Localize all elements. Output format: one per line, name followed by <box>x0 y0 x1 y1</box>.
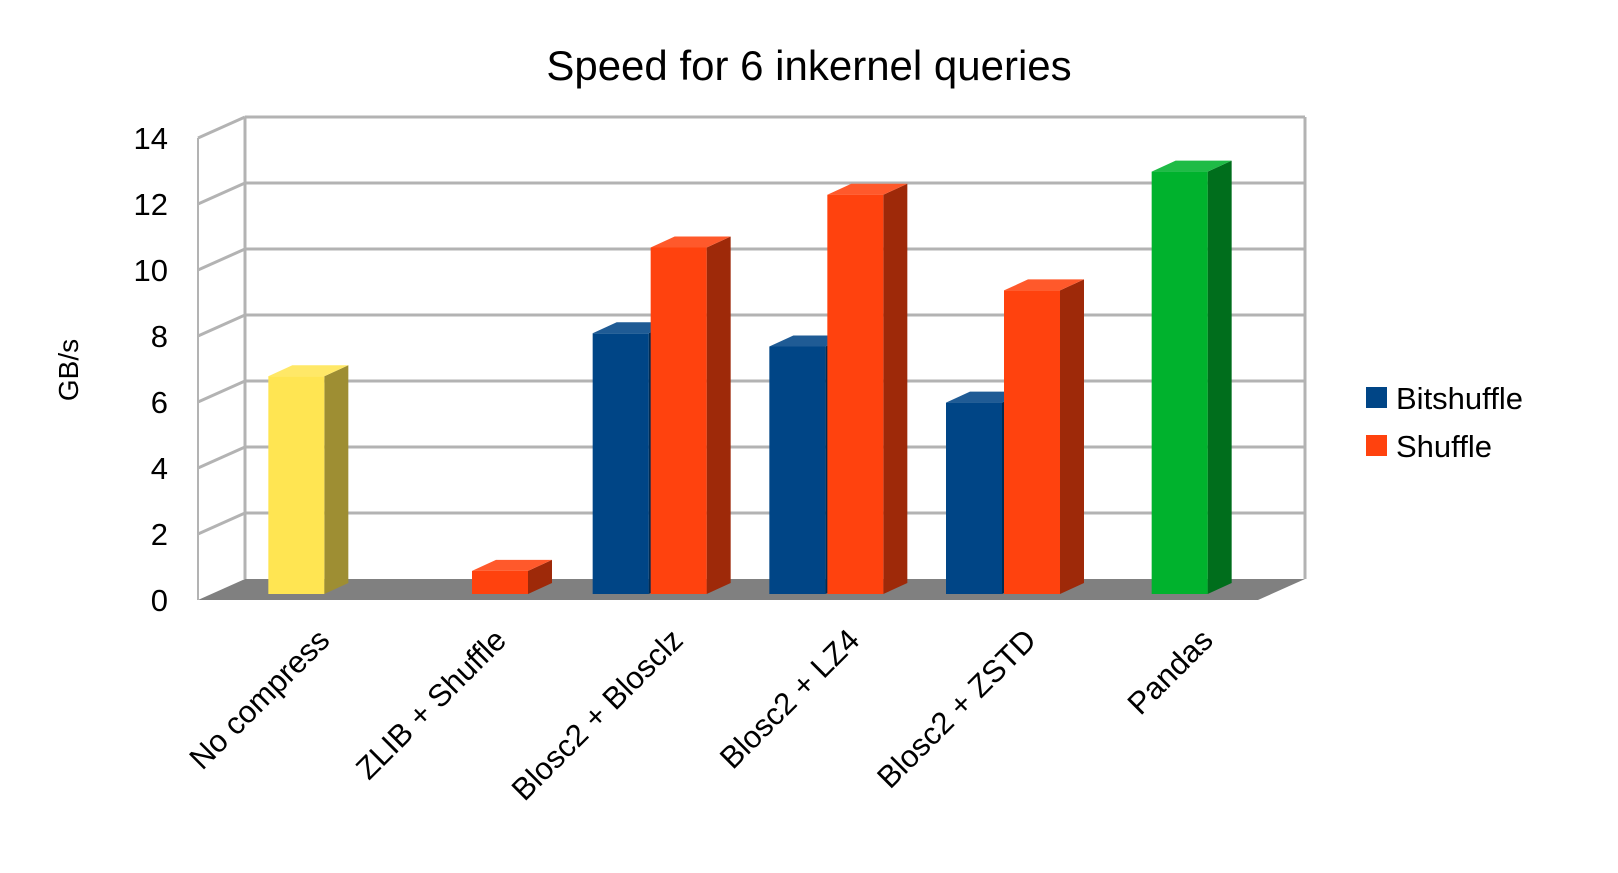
gridline-side <box>197 181 246 206</box>
y-tick-label: 14 <box>134 121 168 156</box>
y-tick-label: 8 <box>151 319 168 354</box>
bar-shuffle <box>472 559 552 594</box>
x-tick-label: No compress <box>182 622 336 776</box>
bar-top <box>1004 279 1084 291</box>
bar-no-compress <box>268 365 349 594</box>
gridline-side <box>197 379 246 404</box>
grid-layer <box>197 115 1307 600</box>
y-tick-label: 2 <box>151 517 168 552</box>
bar-front <box>827 194 884 594</box>
y-tick-label: 6 <box>151 385 168 420</box>
bar-front <box>1004 290 1060 594</box>
bar-front <box>769 346 826 594</box>
bar-side <box>1207 160 1232 594</box>
y-tick-label: 12 <box>134 187 168 222</box>
legend-swatch <box>1366 435 1387 456</box>
bar-side <box>1060 279 1084 594</box>
gridline-side <box>197 313 246 338</box>
y-tick-label: 4 <box>151 451 168 486</box>
legend-label: Shuffle <box>1396 429 1492 464</box>
bar-top <box>472 559 552 571</box>
legend-swatch <box>1366 387 1387 408</box>
bar-top <box>1151 160 1232 172</box>
x-tick-label: Blosc2 + ZSTD <box>870 622 1043 795</box>
gridline-side <box>197 247 246 272</box>
y-tick-label: 10 <box>134 253 168 288</box>
bar-shuffle <box>650 236 731 594</box>
bar-side <box>883 183 908 594</box>
bar-side <box>706 236 731 594</box>
bar-front <box>946 402 1002 594</box>
x-tick-label: ZLIB + Shuffle <box>349 622 513 786</box>
bar-front <box>592 333 649 594</box>
bar-top <box>650 236 731 248</box>
legend-label: Bitshuffle <box>1396 381 1523 416</box>
bar-front <box>1151 171 1208 594</box>
bar-pandas <box>1151 160 1232 594</box>
y-tick-labels: 0 2 4 6 8 10 12 14 <box>134 121 168 618</box>
bar-front <box>268 376 325 594</box>
chart-title: Speed for 6 inkernel queries <box>546 42 1071 89</box>
bars-layer <box>268 160 1232 594</box>
gridline-side <box>197 115 246 140</box>
y-axis-label: GB/s <box>53 339 84 401</box>
bar-shuffle <box>1004 279 1084 594</box>
gridline-side <box>197 445 246 470</box>
gridline-side <box>197 511 246 536</box>
x-tick-label: Pandas <box>1121 622 1220 721</box>
y-tick-label: 0 <box>151 583 168 618</box>
bar-side <box>324 365 349 594</box>
bar-top <box>827 183 908 195</box>
x-tick-label: Blosc2 + Blosclz <box>505 622 690 807</box>
chart-floor <box>198 579 1305 600</box>
bar-side <box>528 559 552 594</box>
bar-top <box>268 365 349 377</box>
x-tick-label: Blosc2 + LZ4 <box>713 622 866 775</box>
bar-shuffle <box>827 183 908 594</box>
bar-front <box>650 247 707 594</box>
bar-front <box>472 570 528 594</box>
